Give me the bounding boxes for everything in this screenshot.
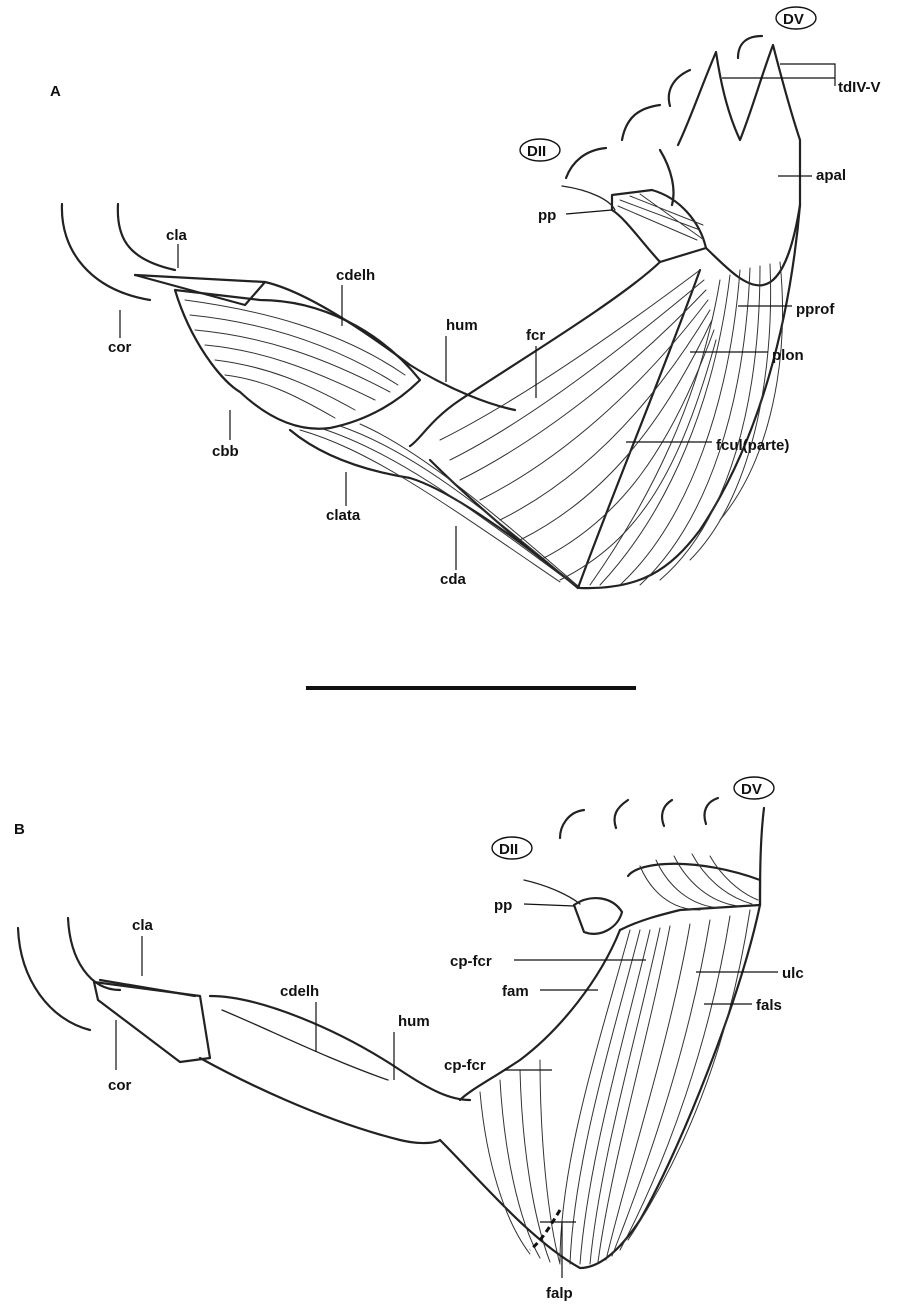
finger-arc-b1	[560, 810, 584, 838]
label-clata: clata	[326, 507, 361, 524]
label-plon: plon	[772, 347, 804, 364]
forearm-fibers-a	[440, 262, 783, 585]
shoulder-outline-b	[18, 918, 120, 1030]
finger-arc-1	[566, 148, 606, 178]
panel-a-letter: A	[50, 83, 61, 100]
label-hum-a: hum	[446, 317, 478, 334]
palm-fibers-b	[640, 854, 758, 910]
cbb-muscle	[175, 290, 420, 429]
muscle-fiber-line	[692, 854, 752, 904]
dii-finger-b	[524, 880, 580, 904]
muscle-fiber-line	[570, 930, 640, 1264]
muscle-fiber-line	[440, 270, 700, 440]
muscle-fiber-line	[225, 375, 335, 418]
label-fam: fam	[502, 983, 529, 1000]
label-dv-a: DV	[783, 11, 804, 28]
muscle-fiber-line	[520, 320, 712, 540]
forearm-fibers-b	[480, 910, 750, 1264]
palm-b	[620, 864, 760, 930]
label-pp-a: pp	[538, 207, 556, 224]
finger-arc-3	[669, 70, 690, 106]
muscle-fiber-line	[628, 910, 750, 1240]
muscle-fiber-line	[540, 1060, 560, 1264]
label-cla-b: cla	[132, 917, 154, 934]
label-tdiv-v: tdIV-V	[838, 79, 881, 96]
leader-pp-b	[524, 904, 574, 906]
panel-b-letter: B	[14, 821, 25, 838]
label-dii-a: DII	[527, 143, 546, 160]
muscle-fiber-line	[340, 426, 575, 585]
label-hum-b: hum	[398, 1013, 430, 1030]
finger-arc-b4	[705, 798, 719, 824]
label-dv-b: DV	[741, 781, 762, 798]
label-cor-b: cor	[108, 1077, 132, 1094]
clata-fibers	[300, 424, 578, 586]
muscle-fiber-line	[215, 360, 355, 410]
humerus-outline-a	[135, 275, 515, 410]
label-fals: fals	[756, 997, 782, 1014]
muscle-fiber-line	[320, 428, 570, 582]
muscle-fiber-line	[640, 866, 700, 910]
cbb-fibers	[185, 300, 405, 418]
pp-bone-b	[574, 898, 622, 934]
shoulder-outline-a	[62, 204, 175, 300]
label-pp-b: pp	[494, 897, 512, 914]
panel-a: A	[50, 7, 881, 588]
panel-b: B	[14, 777, 804, 1302]
finger-arc-4	[738, 36, 762, 58]
finger-arc-b2	[615, 800, 629, 828]
label-fcul-parte: fcul(parte)	[716, 437, 789, 454]
label-cdelh-a: cdelh	[336, 267, 375, 284]
label-cbb: cbb	[212, 443, 239, 460]
label-fcr-a: fcr	[526, 327, 545, 344]
muscle-fiber-line	[710, 856, 758, 900]
label-ulc: ulc	[782, 965, 804, 982]
humerus-outline-b	[94, 982, 210, 1062]
finger-arc-2	[622, 105, 660, 140]
muscle-fiber-line	[480, 300, 708, 500]
pp-bone	[612, 190, 706, 262]
label-dii-b: DII	[499, 841, 518, 858]
label-falp: falp	[546, 1285, 573, 1302]
muscle-fiber-line	[460, 290, 706, 480]
muscle-fiber-line	[450, 280, 704, 460]
label-cda: cda	[440, 571, 467, 588]
finger-arc-b3	[662, 800, 672, 826]
label-apal: apal	[816, 167, 846, 184]
leader-pp-a	[566, 210, 612, 214]
forearm-inner-a	[578, 205, 800, 588]
muscle-fiber-line	[500, 1080, 540, 1258]
muscle-fiber-line	[580, 930, 650, 1264]
muscle-fiber-line	[520, 1070, 550, 1262]
label-pprof: pprof	[796, 301, 835, 318]
hand-outline	[660, 45, 800, 205]
muscle-fiber-line	[660, 266, 760, 580]
forearm-outline-a	[410, 205, 800, 588]
muscle-fiber-line	[300, 430, 560, 582]
label-cp-fcr-bottom: cp-fcr	[444, 1057, 486, 1074]
cla-bone-b	[100, 980, 195, 996]
label-cp-fcr-top: cp-fcr	[450, 953, 492, 970]
label-cla-a: cla	[166, 227, 188, 244]
label-cdelh-b: cdelh	[280, 983, 319, 1000]
muscle-fiber-line	[598, 926, 670, 1262]
muscle-fiber-line	[620, 916, 730, 1250]
muscle-fiber-line	[606, 924, 690, 1260]
dii-finger	[562, 186, 615, 210]
label-cor-a: cor	[108, 339, 132, 356]
